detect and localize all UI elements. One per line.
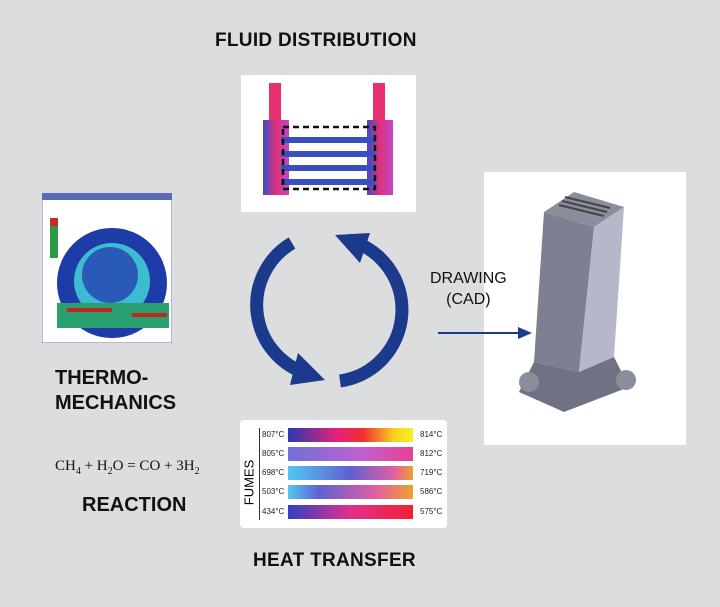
heat-bar	[288, 505, 413, 519]
arrow-head-bottom	[290, 353, 325, 385]
thermo-mechanics-label: THERMO- MECHANICS	[55, 366, 176, 416]
thermo-label-line2: MECHANICS	[55, 392, 177, 414]
eq-sub: 4	[75, 466, 81, 477]
outlet-temp: 814°C	[420, 430, 443, 439]
heat-row: 434°C 575°C	[240, 504, 447, 520]
heat-bar	[288, 466, 413, 480]
heat-row: 503°C 586°C	[240, 484, 447, 500]
outlet-temp: 719°C	[420, 468, 443, 477]
thermo-label-line1: THERMO-	[55, 367, 149, 389]
eq-part: + H	[80, 458, 108, 474]
arrow-head-top	[335, 233, 370, 263]
fluid-distribution-image	[241, 75, 416, 212]
cycle-arrows	[250, 233, 409, 388]
inlet-temp: 807°C	[262, 430, 285, 439]
outlet-temp: 586°C	[420, 487, 443, 496]
thermo-mechanics-image	[42, 193, 172, 343]
inlet-temp: 503°C	[262, 487, 285, 496]
drawing-label-group: DRAWING (CAD)	[430, 268, 507, 310]
fumes-axis-arrow	[259, 428, 260, 520]
cad-label: (CAD)	[446, 291, 491, 308]
heat-bar	[288, 447, 413, 461]
reaction-equation: CH4 + H2O = CO + 3H2	[55, 458, 200, 477]
eq-part: CH	[55, 458, 76, 474]
cad-drawing-image	[484, 172, 686, 445]
drawing-arrow	[438, 327, 532, 339]
eq-sub: 2	[107, 466, 113, 477]
heat-transfer-title: HEAT TRANSFER	[253, 550, 416, 571]
heat-bar	[288, 485, 413, 499]
drawing-label: DRAWING	[430, 270, 507, 287]
outlet-temp: 812°C	[420, 449, 443, 458]
reaction-label: REACTION	[82, 494, 187, 516]
heat-row: 805°C 812°C	[240, 446, 447, 462]
heat-row: 698°C 719°C	[240, 465, 447, 481]
inlet-temp: 698°C	[262, 468, 285, 477]
eq-sub: 2	[194, 466, 200, 477]
heat-row: 807°C 814°C	[240, 427, 447, 443]
inlet-temp: 805°C	[262, 449, 285, 458]
outlet-temp: 575°C	[420, 507, 443, 516]
inlet-temp: 434°C	[262, 507, 285, 516]
heat-bar	[288, 428, 413, 442]
fluid-distribution-title: FLUID DISTRIBUTION	[215, 30, 417, 51]
eq-part: O = CO + 3H	[112, 458, 195, 474]
